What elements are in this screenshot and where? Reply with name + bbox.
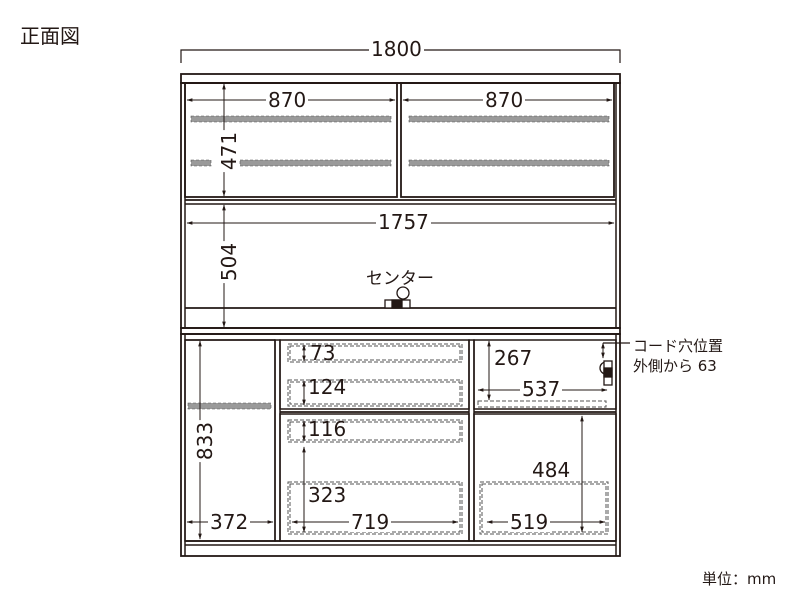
right-bottom-height: 484 [532, 458, 571, 482]
drawer4-height: 323 [308, 483, 347, 507]
right-top-width: 537 [520, 377, 563, 401]
left-cabinet-height: 833 [193, 419, 218, 463]
drawer4-width: 719 [349, 510, 392, 534]
overall-width-label: 1800 [369, 37, 424, 61]
open-height-label: 504 [217, 240, 242, 284]
center-label: センター [366, 269, 434, 289]
glass-height-label: 471 [217, 129, 242, 173]
glass-door-left-width: 870 [266, 88, 309, 112]
right-top-height: 267 [494, 346, 533, 370]
cord-hole-note-line1: コード穴位置 [633, 337, 724, 355]
drawer1-height: 73 [310, 341, 336, 365]
drawer2-height: 124 [308, 375, 347, 399]
drawer3-height: 116 [308, 417, 347, 441]
glass-door-right-width: 870 [483, 88, 526, 112]
cord-hole-note-line2: 外側から 63 [633, 357, 717, 375]
right-bottom-width: 519 [508, 510, 551, 534]
drawing-title: 正面図 [20, 24, 80, 48]
cord-hole-note: コード穴位置 外側から 63 [633, 336, 723, 376]
left-cabinet-width: 372 [208, 510, 251, 534]
open-width-label: 1757 [376, 210, 431, 234]
unit-label: 単位：mm [702, 570, 777, 588]
